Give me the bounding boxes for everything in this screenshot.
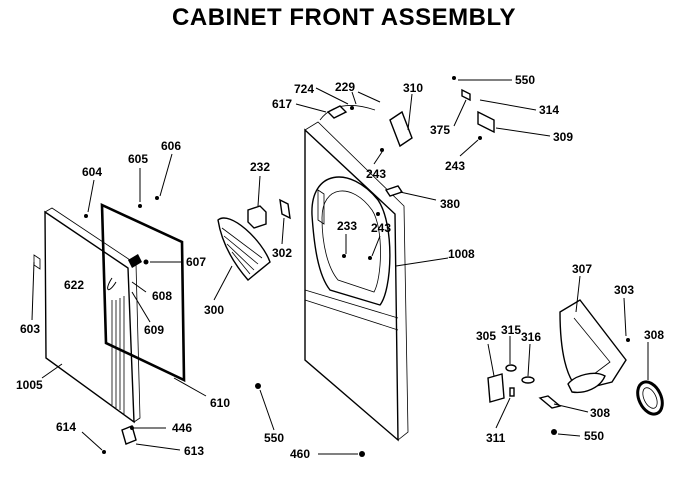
- small-parts: [84, 76, 630, 457]
- label-300: 300: [204, 303, 224, 317]
- label-605: 605: [128, 152, 148, 166]
- label-311: 311: [486, 431, 506, 445]
- label-229: 229: [335, 80, 355, 94]
- label-550-top: 550: [515, 73, 535, 87]
- label-316: 316: [521, 330, 541, 344]
- label-314: 314: [539, 103, 559, 117]
- label-309: 309: [553, 130, 573, 144]
- label-608: 608: [152, 289, 172, 303]
- label-305: 305: [476, 329, 496, 343]
- leader-lines: [31, 79, 649, 455]
- seal-ring-308: [636, 380, 664, 416]
- label-606: 606: [161, 139, 181, 153]
- label-308-tube: 308: [590, 406, 610, 420]
- part-labels: 724 229 310 550 617 314 375 309 243 243 …: [16, 73, 664, 461]
- cabinet-front-1008: [304, 105, 409, 442]
- label-1008: 1008: [448, 247, 475, 261]
- label-310: 310: [403, 81, 423, 95]
- label-303: 303: [614, 283, 634, 297]
- lint-grille-300: [217, 217, 271, 281]
- label-243-upper: 243: [366, 167, 386, 181]
- label-307: 307: [572, 262, 592, 276]
- label-724: 724: [294, 82, 314, 96]
- label-380: 380: [440, 197, 460, 211]
- label-446: 446: [172, 421, 192, 435]
- label-243-lower: 243: [371, 221, 391, 235]
- label-375: 375: [430, 123, 450, 137]
- label-233: 233: [337, 219, 357, 233]
- label-609: 609: [144, 323, 164, 337]
- label-622: 622: [64, 278, 84, 292]
- label-604: 604: [82, 165, 102, 179]
- label-243-right: 243: [445, 159, 465, 173]
- label-610: 610: [210, 396, 230, 410]
- label-1005: 1005: [16, 378, 43, 392]
- label-460: 460: [290, 447, 310, 461]
- duct-307: [559, 299, 627, 394]
- label-617: 617: [272, 97, 292, 111]
- label-550-bottom: 550: [584, 429, 604, 443]
- label-308-ring: 308: [644, 328, 664, 342]
- door-seal-610: [100, 202, 186, 383]
- label-607: 607: [186, 255, 206, 269]
- diagram-title: CABINET FRONT ASSEMBLY: [172, 4, 516, 31]
- label-550-mid: 550: [264, 431, 284, 445]
- label-232: 232: [250, 160, 270, 174]
- label-603: 603: [20, 322, 40, 336]
- label-302: 302: [272, 246, 292, 260]
- label-613: 613: [184, 444, 204, 458]
- door-panel-1005: [33, 207, 141, 424]
- label-315: 315: [501, 323, 521, 337]
- label-614: 614: [56, 420, 76, 434]
